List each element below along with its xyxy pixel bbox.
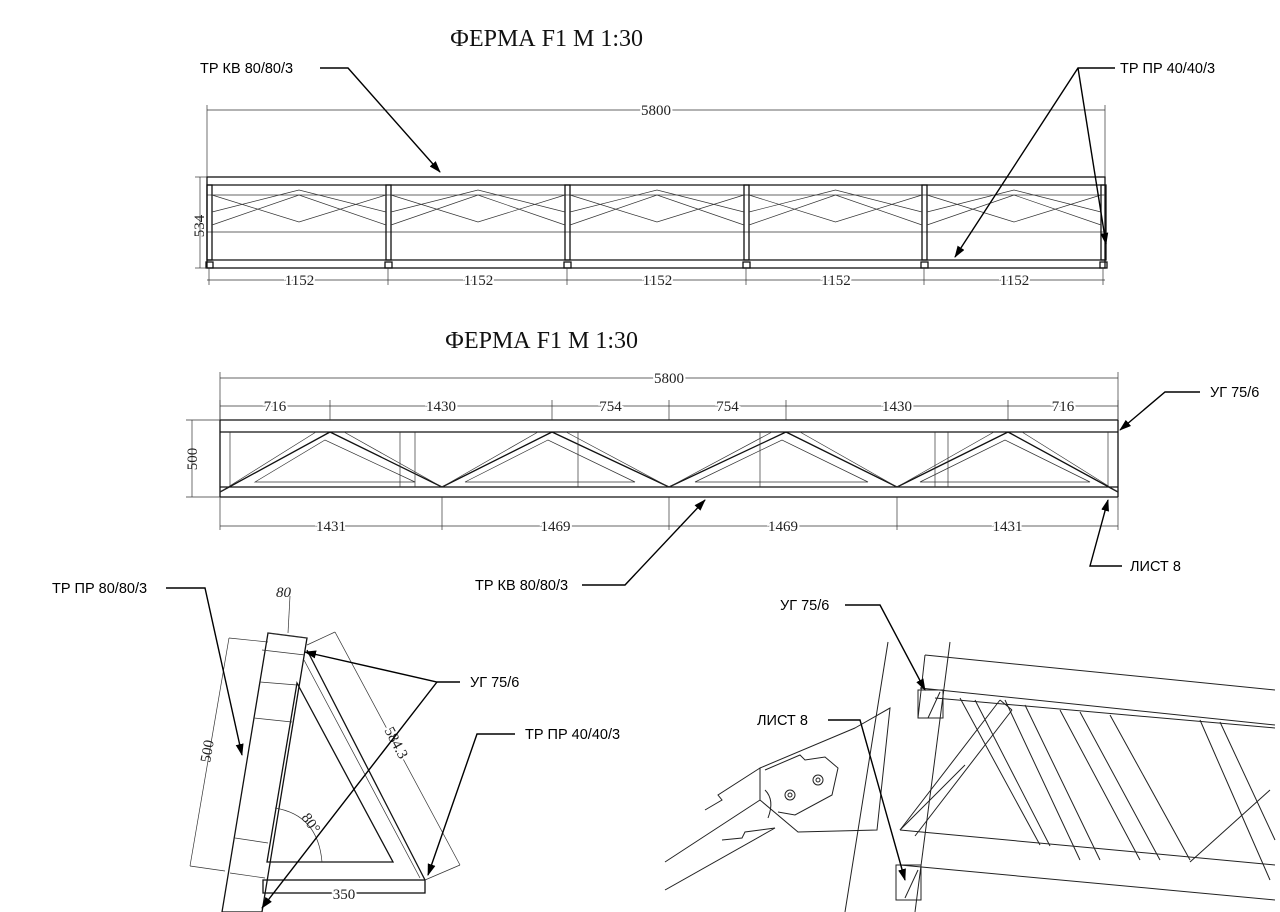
truss-post — [921, 184, 928, 261]
dim-bottom-panel: 1469 — [541, 519, 571, 535]
post-base — [1099, 261, 1108, 269]
web-member — [785, 431, 898, 488]
dim-diagonal: 584.3 — [381, 724, 411, 761]
dim-total: 5800 — [654, 371, 684, 387]
web-member — [1007, 431, 1119, 493]
section-detail: 80 500 584.3 350 80° ТР ПР 80/80/3 УГ 75… — [52, 581, 620, 912]
label-chord: ТР КВ 80/80/3 — [475, 578, 568, 594]
post-base — [563, 261, 572, 269]
dim-height: 500 — [198, 739, 218, 764]
label-angle: УГ 75/6 — [780, 598, 829, 614]
truss-plan-view: ФЕРМА F1 М 1:30 5800 534 1152 1152 1152 115… — [192, 26, 1215, 291]
truss-plan-title: ФЕРМА F1 М 1:30 — [450, 26, 643, 52]
post-base — [920, 261, 929, 269]
dim-angle: 80° — [298, 811, 323, 837]
dim-top-panel: 754 — [599, 399, 622, 415]
dim-top-panel: 716 — [1052, 399, 1075, 415]
truss-post — [385, 184, 392, 261]
label-post: ТР ПР 80/80/3 — [52, 581, 147, 597]
label-web: ТР ПР 40/40/3 — [525, 727, 620, 743]
dim-height: 534 — [192, 214, 208, 237]
label-web: ТР ПР 40/40/3 — [1120, 61, 1215, 77]
label-plate: ЛИСТ 8 — [1130, 559, 1181, 575]
post-base — [205, 261, 214, 269]
dim-panel: 1152 — [821, 273, 850, 289]
label-angle: УГ 75/6 — [1210, 385, 1259, 401]
dim-panel: 1152 — [1000, 273, 1029, 289]
dim-height: 500 — [185, 448, 201, 471]
dim-panel: 1152 — [464, 273, 493, 289]
dim-bottom-panel: 1431 — [316, 519, 346, 535]
web-member — [668, 431, 787, 488]
web-member — [441, 431, 553, 488]
dim-base: 350 — [333, 887, 356, 903]
web-member — [896, 431, 1009, 488]
dim-total: 5800 — [641, 103, 671, 119]
dim-bottom-panel: 1431 — [993, 519, 1023, 535]
dim-top-panel: 1430 — [882, 399, 912, 415]
web-member — [219, 431, 331, 493]
truss-post — [564, 184, 571, 261]
truss-post — [1100, 184, 1107, 261]
label-chord: ТР КВ 80/80/3 — [200, 61, 293, 77]
dim-panel: 1152 — [643, 273, 672, 289]
dim-top-panel: 754 — [716, 399, 739, 415]
post-base — [742, 261, 751, 269]
truss-post — [743, 184, 750, 261]
web-member — [329, 431, 443, 488]
truss-post — [206, 184, 213, 261]
label-plate: ЛИСТ 8 — [757, 713, 808, 729]
truss-side-title: ФЕРМА F1 М 1:30 — [445, 328, 638, 354]
dim-bottom-panel: 1469 — [768, 519, 798, 535]
dim-top-panel: 716 — [264, 399, 287, 415]
web-member — [551, 431, 670, 488]
post-base — [384, 261, 393, 269]
dim-width: 80 — [276, 585, 292, 601]
label-angle: УГ 75/6 — [470, 675, 519, 691]
dim-panel: 1152 — [285, 273, 314, 289]
isometric-detail: УГ 75/6 ЛИСТ 8 — [664, 598, 1276, 912]
truss-side-view: ФЕРМА F1 М 1:30 5800 500 716 1430 754 754 14… — [185, 328, 1259, 594]
dim-top-panel: 1430 — [426, 399, 456, 415]
